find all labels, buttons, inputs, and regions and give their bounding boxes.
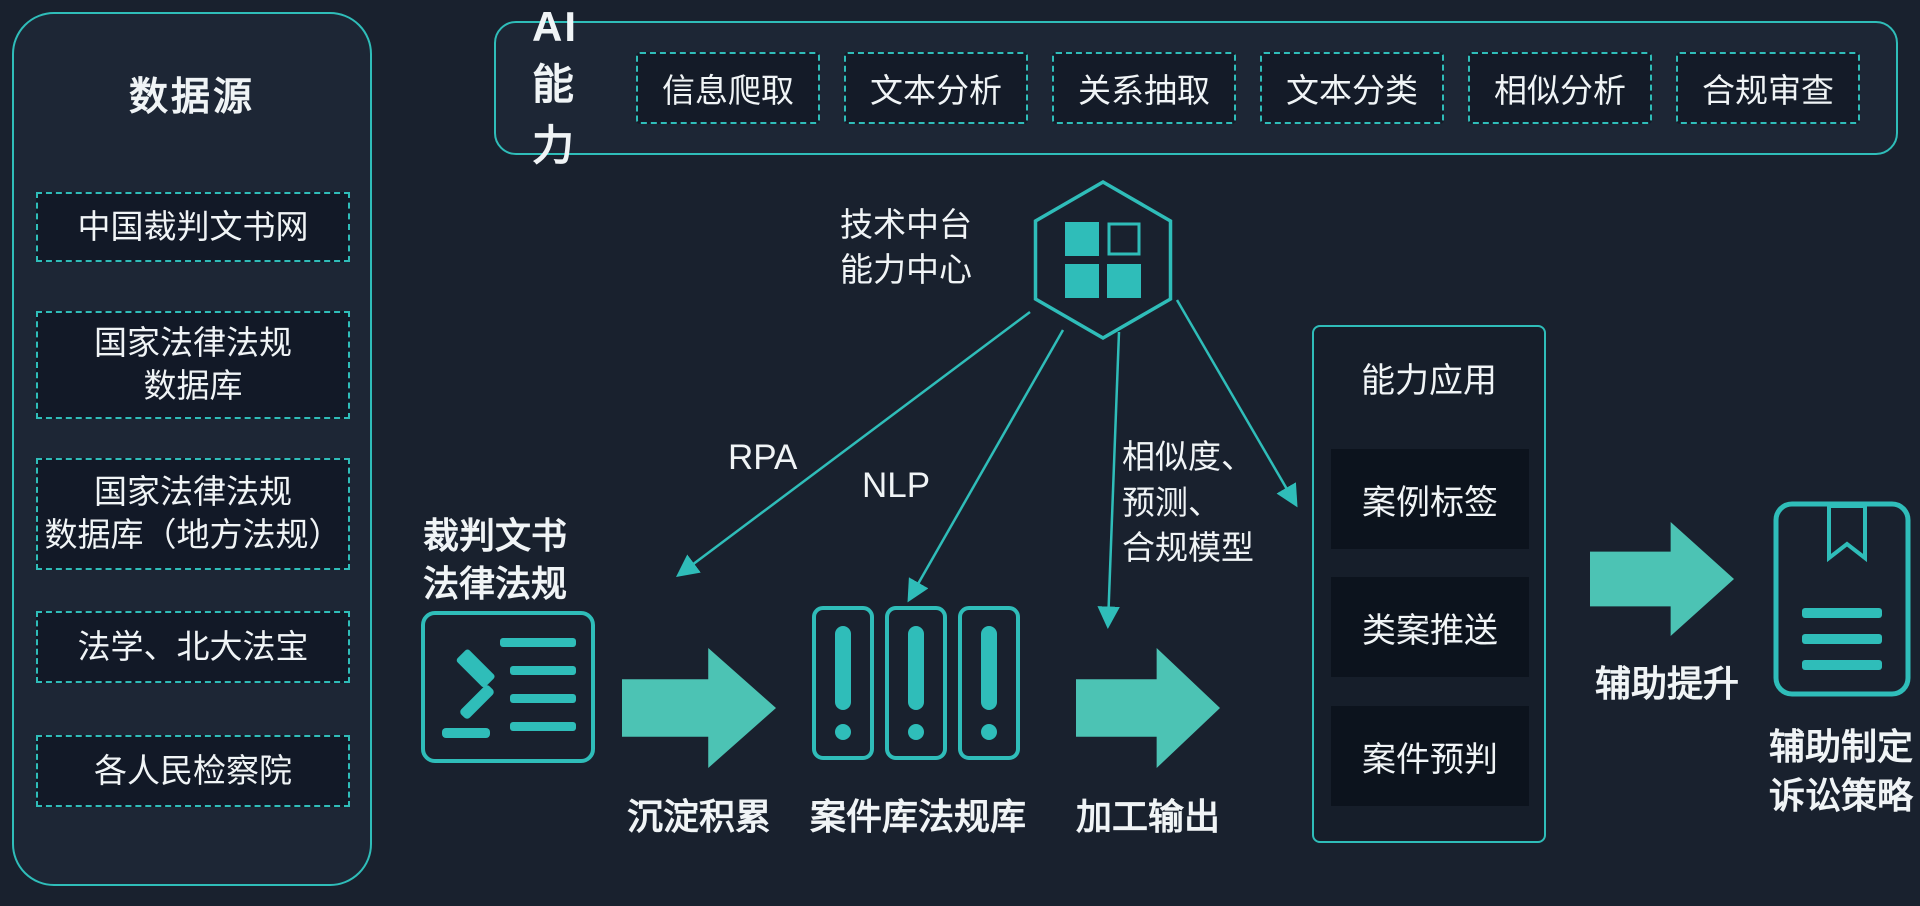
- strategy-document-icon: [1773, 501, 1911, 697]
- document-lines: [1802, 608, 1882, 670]
- data-source-item-local-law-db: 国家法律法规 数据库（地方法规）: [36, 458, 350, 570]
- edge-nlp: [907, 329, 1065, 603]
- ai-capability-compliance: 合规审查: [1676, 52, 1860, 124]
- accumulate-label: 沉淀积累: [626, 796, 771, 837]
- edge-rpa: [675, 310, 1031, 577]
- assist-label: 辅助提升: [1594, 663, 1739, 704]
- data-source-item-national-law-db: 国家法律法规 数据库: [36, 311, 350, 419]
- applications-panel: 能力应用 案例标签 类案推送 案件预判: [1312, 325, 1546, 843]
- bookmark-icon: [1827, 504, 1867, 563]
- edge-label-rpa: RPA: [728, 438, 798, 477]
- ai-capability-text-classify: 文本分类: [1260, 52, 1444, 124]
- gavel-glyph: [442, 649, 495, 738]
- applications-title: 能力应用: [1361, 362, 1497, 400]
- ai-capabilities-title: AI能力: [532, 3, 578, 169]
- output-label: 加工输出: [1076, 796, 1221, 837]
- ai-capabilities-bar: AI能力 信息爬取 文本分析 关系抽取 文本分类 相似分析 合规审查: [494, 3, 1898, 169]
- book-marks: [835, 626, 997, 740]
- app-item-case-tags: 案例标签: [1331, 449, 1529, 549]
- ai-capability-relation-extract: 关系抽取: [1052, 52, 1236, 124]
- platform-hexagon-icon: [1033, 179, 1173, 341]
- platform-label: 技术中台 能力中心: [840, 206, 972, 288]
- data-sources-panel: 数据源 中国裁判文书网 国家法律法规 数据库 国家法律法规 数据库（地方法规） …: [12, 12, 372, 886]
- ai-capability-text-analysis: 文本分析: [844, 52, 1028, 124]
- app-item-prediction: 案件预判: [1331, 706, 1529, 806]
- ai-capability-info-crawling: 信息爬取: [636, 52, 820, 124]
- case-law-library-icon: [812, 606, 1020, 760]
- data-sources-title: 数据源: [128, 76, 255, 119]
- data-source-item-procuratorates: 各人民检察院: [36, 735, 350, 807]
- edge-model: [1097, 331, 1121, 629]
- document-gavel-icon: [421, 611, 595, 763]
- data-source-item-judgment-web: 中国裁判文书网: [36, 192, 350, 262]
- edge-apps: [1175, 299, 1298, 508]
- document-lines: [500, 638, 576, 731]
- edge-label-nlp: NLP: [862, 466, 931, 505]
- library-label: 案件库法规库: [809, 796, 1026, 837]
- edge-label-model: 相似度、 预测、 合规模型: [1122, 438, 1254, 567]
- result-label: 辅助制定 诉讼策略: [1769, 726, 1914, 816]
- app-item-similar-push: 类案推送: [1331, 577, 1529, 677]
- book-outlines: [812, 606, 1020, 760]
- ai-capability-similarity: 相似分析: [1468, 52, 1652, 124]
- source-label: 裁判文书 法律法规: [423, 515, 568, 604]
- data-source-item-faxue-fabao: 法学、北大法宝: [36, 611, 350, 683]
